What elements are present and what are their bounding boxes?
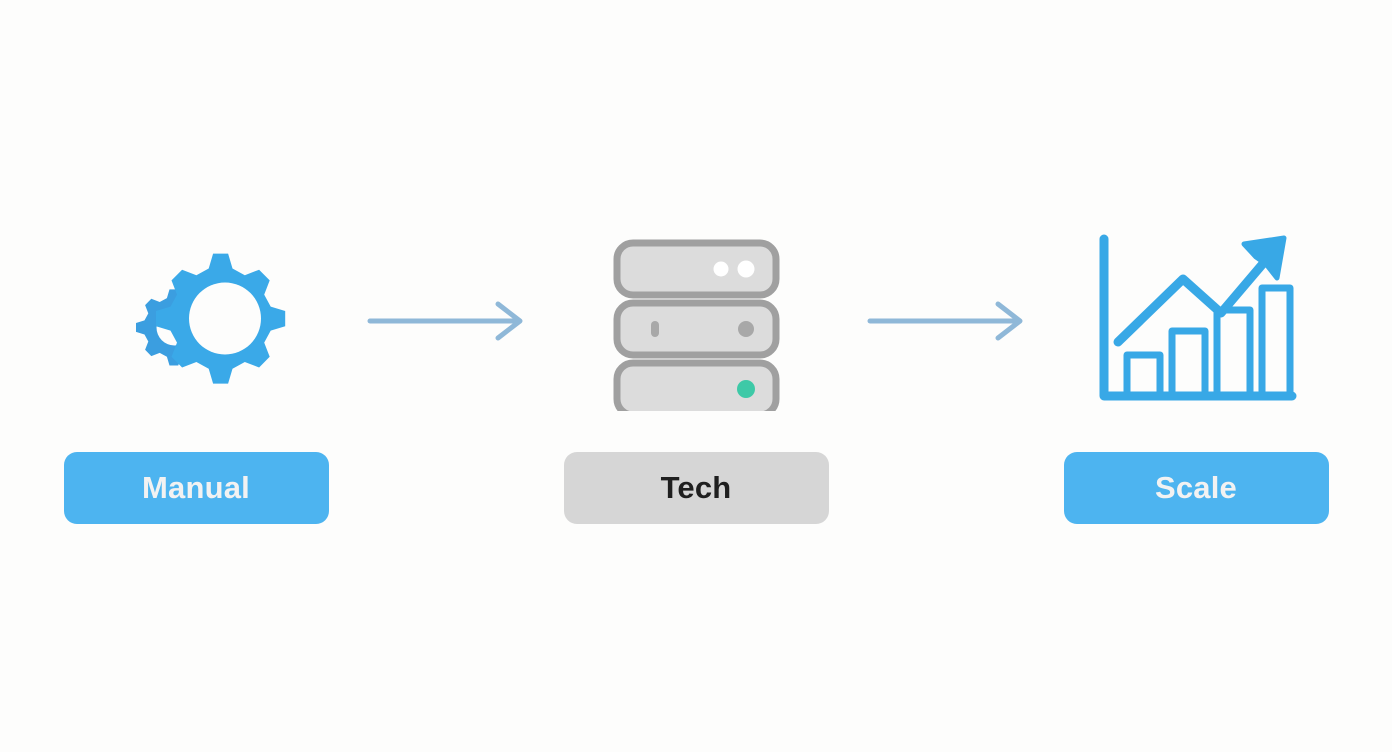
- chart-bars: [1123, 284, 1293, 392]
- grey-dot-icon: [737, 320, 754, 337]
- stage-manual[interactable]: Manual: [30, 228, 362, 524]
- gears-icon: [135, 253, 285, 384]
- chart-bar-1: [1123, 351, 1163, 392]
- stage-tech[interactable]: Tech: [530, 228, 862, 524]
- connector-tech-to-scale: [862, 228, 1030, 413]
- server-unit-bottom: [613, 359, 779, 411]
- chart-bar-3: [1213, 306, 1253, 392]
- chart-axes: [1099, 234, 1296, 400]
- server-stack-icon: [613, 239, 779, 411]
- arrow-right-icon: [367, 301, 523, 340]
- stage-label-scale[interactable]: Scale: [1063, 452, 1329, 524]
- connector-manual-to-tech: [362, 228, 530, 413]
- stage-scale[interactable]: Scale: [1030, 228, 1362, 524]
- stage-manual-icon-wrap: [89, 228, 304, 413]
- stage-tech-icon-wrap: [609, 228, 784, 413]
- server-unit-top: [613, 239, 779, 298]
- large-gear-icon: [155, 253, 285, 384]
- growth-chart-icon: [1099, 234, 1296, 400]
- chart-trend-arrow: [1113, 235, 1286, 346]
- chart-bar-2: [1168, 327, 1208, 392]
- grey-slot-icon: [650, 320, 659, 337]
- white-dot-icon: [737, 260, 754, 277]
- stage-label-manual[interactable]: Manual: [63, 452, 329, 524]
- arrow-right-icon: [867, 301, 1023, 340]
- chart-bar-4: [1258, 284, 1293, 392]
- stage-scale-icon-wrap: [1094, 228, 1299, 413]
- process-flow-row: Manual: [0, 228, 1392, 528]
- green-led-icon: [736, 379, 755, 398]
- white-dot-icon: [713, 261, 728, 276]
- stage-label-tech[interactable]: Tech: [563, 452, 829, 524]
- server-unit-middle: [613, 299, 779, 358]
